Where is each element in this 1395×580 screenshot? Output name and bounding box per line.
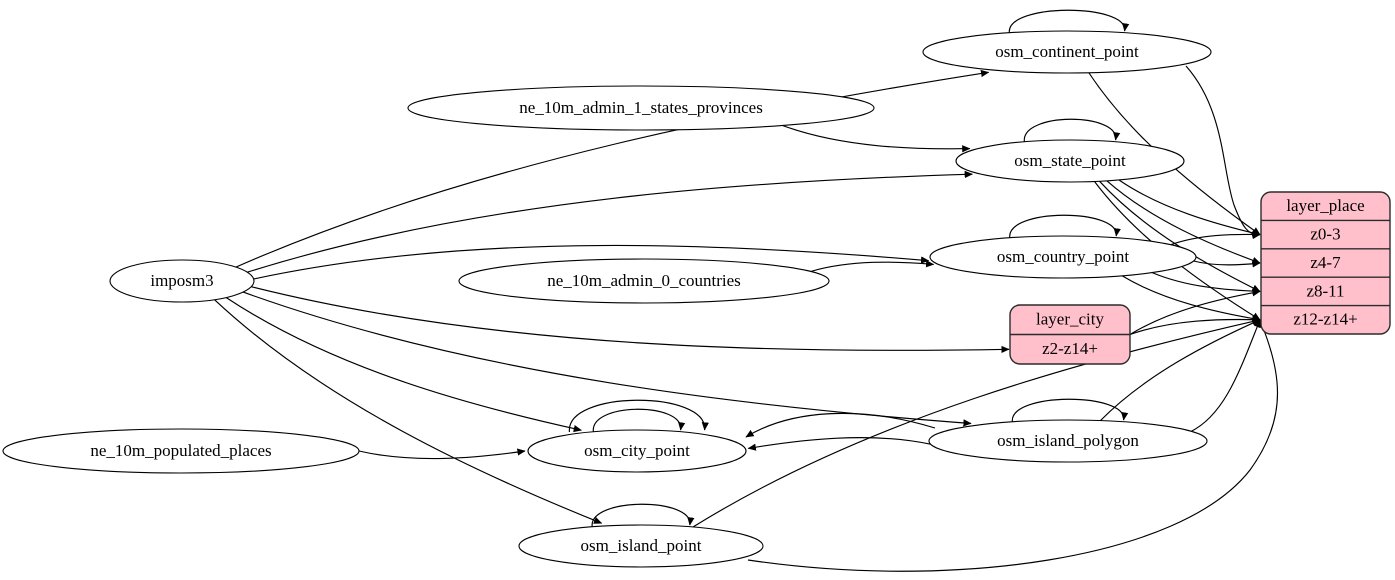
- node-label: ne_10m_admin_1_states_provinces: [519, 98, 763, 117]
- edge-osm_city_point-to-osm_city_point: [568, 399, 709, 433]
- edge-osm_island_point-to-osm_island_point: [591, 503, 695, 528]
- node-label: imposm3: [150, 271, 213, 290]
- node-osm_country_point[interactable]: osm_country_point: [929, 235, 1197, 279]
- node-ne_10m_populated_places[interactable]: ne_10m_populated_places: [2, 428, 360, 474]
- node-ne_10m_admin_0_countries[interactable]: ne_10m_admin_0_countries: [458, 258, 830, 304]
- node-label: osm_continent_point: [995, 42, 1139, 61]
- node-imposm3[interactable]: imposm3: [109, 259, 255, 303]
- edge-imposm3-to-osm_state_point: [247, 170, 973, 273]
- node-label: osm_country_point: [997, 247, 1129, 266]
- edge-imposm3-to-layer_city-z2-z14+: [251, 286, 1010, 354]
- node-osm_state_point[interactable]: osm_state_point: [955, 139, 1185, 183]
- edge-osm_country_point-to-layer_place-z4-7: [1193, 260, 1261, 268]
- record-row-label: z8-11: [1306, 281, 1344, 300]
- edge-osm_state_point-to-osm_state_point: [1023, 118, 1121, 143]
- record-row-label: z4-7: [1310, 253, 1341, 272]
- edge-osm_island_polygon-to-layer_place-z12-z14+: [1099, 319, 1261, 422]
- node-layer: imposm3 ne_10m_admin_1_states_provincesne…: [2, 30, 1212, 568]
- edge-osm_country_point-to-osm_country_point: [1009, 214, 1121, 239]
- record-row-label: z2-z14+: [1042, 339, 1098, 358]
- record-row-label: layer_place: [1286, 196, 1364, 215]
- node-label: osm_state_point: [1014, 151, 1126, 170]
- node-label: osm_island_polygon: [997, 431, 1139, 450]
- record-row-label: z0-3: [1310, 225, 1340, 244]
- edge-osm_island_point-to-layer_place-z12-z14+: [692, 317, 1261, 528]
- edge-ne_10m_admin_0_countries-to-osm_country_point: [810, 260, 935, 273]
- edge-osm_island_point-to-layer_place-z12-z14+-route: [747, 319, 1278, 572]
- edge-osm_state_point-to-layer_place-z0-3: [1118, 179, 1261, 237]
- edge-osm_island_polygon-to-osm_island_polygon: [1011, 398, 1129, 423]
- edge-imposm3-to-osm_country_point: [253, 244, 930, 280]
- record-node-layer_city[interactable]: layer_city z2-z14+: [1009, 304, 1131, 365]
- edge-ne_10m_admin_1_states_provinces-to-osm_state_point: [782, 124, 971, 153]
- node-ne_10m_admin_1_states_provinces[interactable]: ne_10m_admin_1_states_provinces: [407, 85, 875, 131]
- record-row-label: z12-z14+: [1293, 310, 1357, 329]
- edge-imposm3-to-osm_island_point: [214, 299, 603, 524]
- node-osm_island_point[interactable]: osm_island_point: [518, 524, 764, 568]
- edge-layer_city-to-layer_place-z8-11: [1129, 289, 1261, 335]
- edge-osm_country_point-to-layer_place-z8-11: [1151, 272, 1261, 295]
- edge-osm_continent_point-to-layer_place-z0-3-route: [1185, 65, 1261, 240]
- node-label: ne_10m_populated_places: [90, 441, 271, 460]
- edge-osm_state_point-to-layer_place-z8-11: [1099, 180, 1261, 292]
- edge-osm_island_polygon-to-osm_city_point-route: [745, 412, 936, 438]
- node-label: osm_island_point: [581, 536, 702, 555]
- edge-osm_country_point-to-layer_place-z0-3: [1170, 230, 1261, 246]
- edge-ne_10m_populated_places-to-osm_city_point: [358, 448, 526, 460]
- edge-imposm3-to-osm_continent_point: [235, 69, 990, 268]
- record-layer: layer_place z0-3 z4-7 z8-11 z12-z14+ layer_ci…: [1009, 191, 1391, 365]
- edge-imposm3-to-osm_city_point: [225, 297, 582, 433]
- record-node-layer_place[interactable]: layer_place z0-3 z4-7 z8-11 z12-z14+: [1260, 191, 1391, 335]
- edge-osm_island_polygon-to-osm_city_point: [747, 437, 931, 451]
- edge-osm_continent_point-to-osm_continent_point: [1008, 9, 1130, 34]
- edge-imposm3-to-osm_island_polygon: [243, 291, 972, 427]
- node-label: ne_10m_admin_0_countries: [547, 271, 741, 290]
- edge-osm_state_point-to-layer_place-z4-7: [1106, 180, 1261, 264]
- node-osm_island_polygon[interactable]: osm_island_polygon: [928, 419, 1208, 463]
- edge-osm_city_point-to-osm_city_point: [592, 408, 686, 433]
- edge-osm_country_point-to-layer_place-z12-z14+: [1121, 275, 1261, 323]
- record-row-label: layer_city: [1036, 310, 1104, 329]
- edge-osm_island_polygon-to-layer_place-z12-z14+-route: [1189, 319, 1261, 433]
- edge-layer_city-to-layer_place-z12-z14+: [1129, 315, 1261, 336]
- node-osm_continent_point[interactable]: osm_continent_point: [922, 30, 1212, 74]
- node-label: osm_city_point: [584, 441, 690, 460]
- node-osm_city_point[interactable]: osm_city_point: [527, 429, 747, 473]
